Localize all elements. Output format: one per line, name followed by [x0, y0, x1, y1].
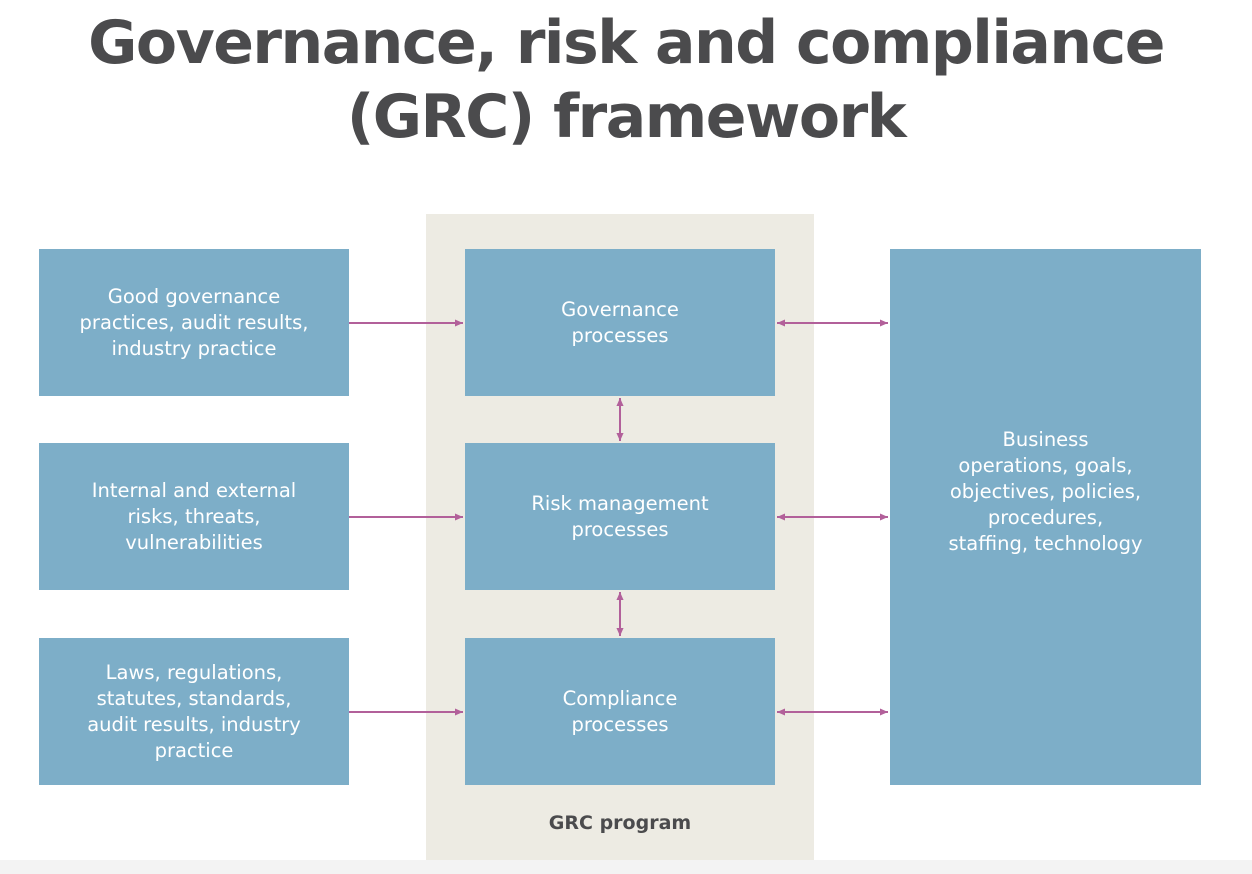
input-box-laws-regulations: Laws, regulations, statutes, standards, …: [39, 638, 349, 785]
business-operations-box: Business operations, goals, objectives, …: [890, 249, 1201, 785]
bottom-strip: [0, 860, 1252, 874]
process-box-label: Compliance processes: [562, 686, 678, 736]
business-box-label: Business operations, goals, objectives, …: [948, 428, 1143, 555]
input-box-risks-threats: Internal and external risks, threats, vu…: [39, 443, 349, 590]
input-box-governance-practices: Good governance practices, audit results…: [39, 249, 349, 396]
input-box-label: Laws, regulations, statutes, standards, …: [87, 660, 301, 762]
compliance-processes-box: Compliance processes: [465, 638, 775, 785]
grc-program-label: GRC program: [548, 812, 692, 834]
input-box-label: Internal and external risks, threats, vu…: [91, 478, 297, 554]
input-box-label: Good governance practices, audit results…: [79, 284, 309, 360]
governance-processes-box: Governance processes: [465, 249, 775, 396]
title-line-1: Governance, risk and compliance: [88, 8, 1165, 78]
diagram-title: Governance, risk and compliance (GRC) fr…: [0, 6, 1252, 154]
title-line-2: (GRC) framework: [346, 82, 907, 152]
process-box-label: Governance processes: [561, 297, 679, 347]
risk-management-processes-box: Risk management processes: [465, 443, 775, 590]
process-box-label: Risk management processes: [531, 491, 709, 541]
